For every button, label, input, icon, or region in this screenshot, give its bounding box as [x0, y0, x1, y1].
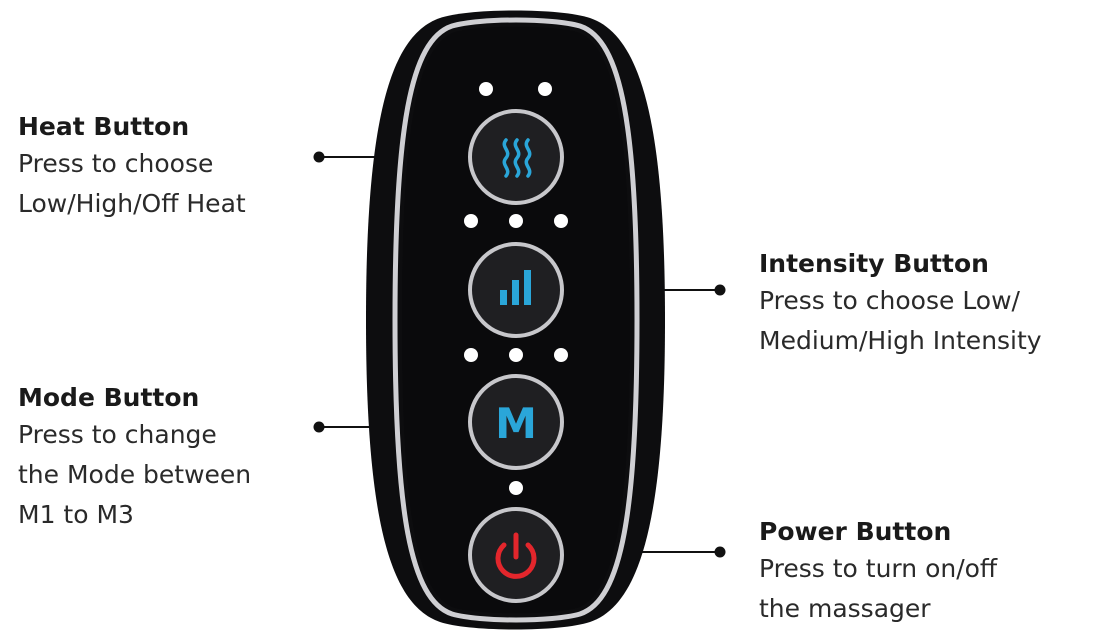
- signal-bars-icon: [500, 270, 531, 305]
- intensity-callout-title: Intensity Button: [759, 249, 989, 278]
- intensity-leader-dot: [714, 284, 726, 296]
- heat-callout-line: Press to choose: [18, 149, 214, 178]
- intensity-button[interactable]: [468, 242, 564, 338]
- heat-waves-icon: [502, 138, 532, 178]
- power-icon: [495, 532, 537, 579]
- heat-indicator-2: [538, 82, 552, 96]
- mode-callout-description: Press to change the Mode between M1 to M…: [18, 415, 251, 535]
- power-callout-title: Power Button: [759, 517, 952, 546]
- mode-callout: Mode Button Press to change the Mode bet…: [18, 383, 251, 535]
- mode-indicator-1: [464, 348, 478, 362]
- power-indicator: [509, 481, 523, 495]
- heat-callout: Heat Button Press to choose Low/High/Off…: [18, 112, 246, 224]
- mode-indicator-3: [554, 348, 568, 362]
- mode-callout-title: Mode Button: [18, 383, 200, 412]
- power-callout: Power Button Press to turn on/off the ma…: [759, 517, 997, 629]
- mode-callout-line: Press to change: [18, 420, 217, 449]
- heat-button[interactable]: [468, 109, 564, 205]
- indicator-lights: [464, 82, 568, 495]
- mode-callout-line: M1 to M3: [18, 500, 134, 529]
- heat-leader-dot: [313, 151, 325, 163]
- mode-button[interactable]: M: [468, 374, 564, 470]
- heat-callout-line: Low/High/Off Heat: [18, 189, 246, 218]
- heat-callout-title: Heat Button: [18, 112, 190, 141]
- power-callout-line: Press to turn on/off: [759, 554, 998, 583]
- intensity-callout-line: Medium/High Intensity: [759, 326, 1042, 355]
- power-callout-description: Press to turn on/off the massager: [759, 549, 997, 629]
- mode-leader-dot: [313, 421, 325, 433]
- power-button[interactable]: [468, 507, 564, 603]
- intensity-callout-description: Press to choose Low/ Medium/High Intensi…: [759, 281, 1042, 361]
- intensity-indicator-2: [509, 214, 523, 228]
- power-callout-line: the massager: [759, 594, 931, 623]
- intensity-callout: Intensity Button Press to choose Low/ Me…: [759, 249, 1042, 361]
- heat-callout-description: Press to choose Low/High/Off Heat: [18, 144, 246, 224]
- intensity-callout-line: Press to choose Low/: [759, 286, 1020, 315]
- power-leader-dot: [714, 546, 726, 558]
- mode-indicator-2: [509, 348, 523, 362]
- intensity-indicator-1: [464, 214, 478, 228]
- mode-callout-line: the Mode between: [18, 460, 252, 489]
- m-letter-icon: M: [495, 399, 537, 448]
- intensity-indicator-3: [554, 214, 568, 228]
- remote-rim: [392, 17, 640, 623]
- heat-indicator-1: [479, 82, 493, 96]
